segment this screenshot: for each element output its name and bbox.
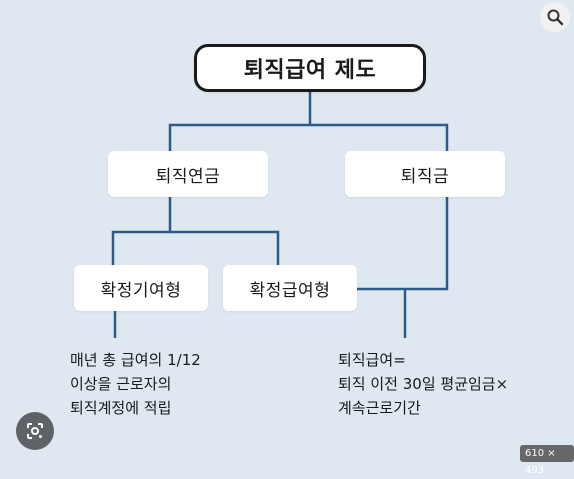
- defined-contribution-note: 매년 총 급여의 1/12 이상을 근로자의 퇴직계정에 적립: [70, 351, 201, 417]
- lens-icon: [27, 423, 43, 439]
- connector-lines: [111, 92, 449, 338]
- connector-lump-to-note: [357, 197, 449, 291]
- pension-node: 퇴직연금: [108, 151, 268, 197]
- lens-button[interactable]: [16, 412, 54, 450]
- lump-sum-node: 퇴직금: [345, 151, 505, 197]
- search-button[interactable]: [540, 2, 570, 32]
- defined-contribution-node: 확정기여형: [74, 265, 208, 311]
- connector-root-to-pension: [168, 92, 312, 151]
- image-dimensions-badge: 610 × 493: [520, 445, 574, 476]
- connector-pension-to-dc: [170, 230, 280, 265]
- diagram-canvas: 퇴직급여 제도 퇴직연금 퇴직금 확정기여형 확정급여형 매년 총 급여의 1/…: [70, 44, 509, 417]
- connector-root-to-lump: [310, 123, 449, 151]
- connector-pension-to-db: [111, 197, 172, 265]
- root-node: 퇴직급여 제도: [194, 44, 426, 92]
- defined-benefit-node: 확정급여형: [223, 265, 357, 311]
- lump-sum-formula-note: 퇴직급여= 퇴직 이전 30일 평균임금× 계속근로기간: [338, 351, 509, 417]
- search-icon: [547, 9, 564, 26]
